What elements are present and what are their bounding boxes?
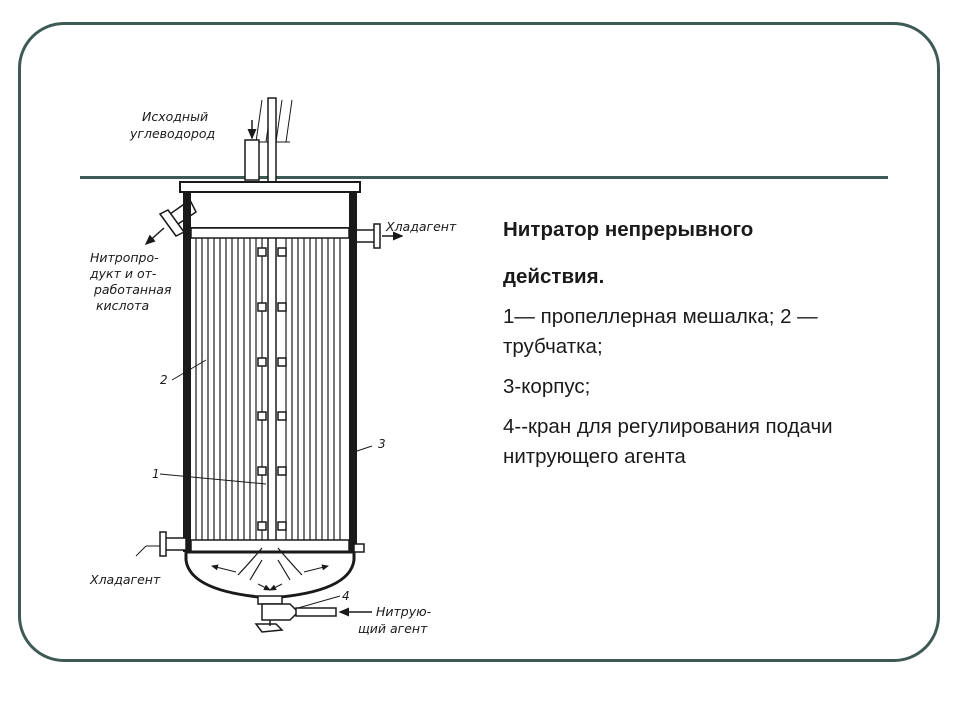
nitrating-valve	[254, 595, 372, 633]
caption-title-line1: Нитратор непрерывного	[503, 218, 754, 241]
number-2: 2	[160, 373, 168, 387]
label-nitrating-line1: Нитрую-	[376, 604, 432, 619]
label-product-line3: работанная	[93, 282, 172, 297]
caption-title: Нитратор непрерывного действия.	[503, 206, 903, 300]
label-feed-line1: Исходный	[142, 109, 208, 124]
leader-lines	[135, 359, 373, 609]
stirrer-blade	[277, 357, 287, 367]
label-feed-line2: углеводород	[129, 126, 215, 141]
label-nitrating-line2: щий агент	[358, 621, 428, 636]
number-4: 4	[342, 589, 350, 603]
stirrer-shaft	[267, 97, 277, 554]
stirrer-blade	[277, 466, 287, 476]
propeller-blades	[257, 247, 287, 531]
tube-bundle	[195, 238, 341, 540]
coolant-inlet-nozzle	[159, 531, 187, 557]
reactor-bottom	[184, 547, 356, 600]
divider-line	[80, 176, 888, 179]
stirrer-blade	[257, 247, 267, 257]
label-coolant-in: Хладагент	[89, 572, 161, 587]
stirrer-blade	[257, 411, 267, 421]
caption-title-line2: действия.	[503, 265, 605, 288]
number-1: 1	[152, 467, 160, 481]
caption: Нитратор непрерывного действия. 1— пропе…	[503, 206, 903, 482]
right-bottom-nozzle	[353, 543, 365, 553]
slide-frame	[18, 22, 940, 662]
caption-item-2: 3-корпус;	[503, 375, 591, 398]
number-3: 3	[378, 437, 386, 451]
stirrer-blade	[277, 521, 287, 531]
stirrer-blade	[277, 302, 287, 312]
caption-item-1: 1— пропеллерная мешалка; 2 — трубчатка;	[503, 305, 818, 358]
label-coolant-out: Хладагент	[385, 219, 457, 234]
stirrer-blade	[257, 521, 267, 531]
label-product-line1: Нитропро-	[90, 250, 159, 265]
reactor-head	[179, 181, 361, 229]
stirrer-blade	[277, 247, 287, 257]
caption-item-3: 4--кран для регулирования подачи нитрующ…	[503, 415, 833, 468]
coolant-outlet-nozzle	[351, 223, 404, 249]
reactor-shell	[183, 192, 357, 553]
stirrer-blade	[257, 357, 267, 367]
feed-pipe	[244, 120, 260, 214]
stirrer-blade	[277, 411, 287, 421]
stirrer-blade	[257, 302, 267, 312]
label-product-line2: дукт и от-	[89, 266, 157, 281]
label-product-line4: кислота	[96, 298, 149, 313]
stirrer-blade	[257, 466, 267, 476]
